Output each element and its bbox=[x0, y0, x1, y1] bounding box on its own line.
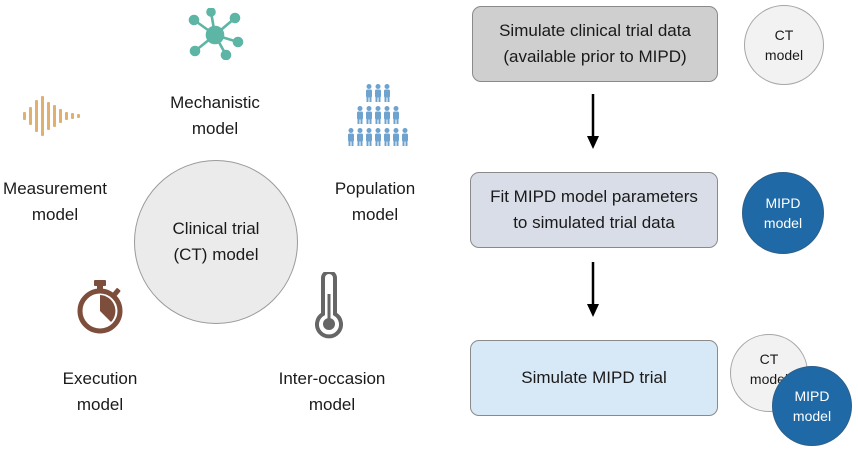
mechanistic-line1: Mechanistic bbox=[170, 93, 260, 112]
inter-occasion-line1: Inter-occasion bbox=[278, 369, 386, 388]
ct-overlap-line1: CT bbox=[759, 351, 779, 367]
population-line1: Population bbox=[334, 179, 416, 198]
center-line2: (CT) model bbox=[173, 245, 259, 264]
mipd-node-line1: MIPD bbox=[765, 195, 801, 211]
mipd-overlap-line2: model bbox=[792, 408, 832, 424]
ct-model-node: CT model bbox=[744, 5, 824, 85]
measurement-model-label: Measurement model bbox=[0, 176, 110, 228]
mipd-model-node-overlap: MIPD model bbox=[772, 366, 852, 446]
arrow-down-1 bbox=[587, 94, 599, 149]
measurement-line2: model bbox=[31, 205, 79, 224]
mipd-overlap-line1: MIPD bbox=[794, 388, 830, 404]
measurement-line1: Measurement bbox=[3, 179, 107, 198]
mechanistic-line2: model bbox=[191, 119, 239, 138]
inter-occasion-model-label: Inter-occasion model bbox=[262, 366, 402, 418]
center-line1: Clinical trial bbox=[172, 219, 260, 238]
population-model-label: Population model bbox=[320, 176, 430, 228]
inter-occasion-line2: model bbox=[308, 395, 356, 414]
execution-line2: model bbox=[76, 395, 124, 414]
people-icon bbox=[348, 84, 408, 146]
mechanistic-model-label: Mechanistic model bbox=[150, 90, 280, 142]
execution-line1: Execution bbox=[62, 369, 138, 388]
step1-line2: (available prior to MIPD) bbox=[503, 47, 687, 66]
network-icon bbox=[188, 8, 244, 60]
arrow-down-2 bbox=[587, 262, 599, 317]
stopwatch-icon bbox=[77, 280, 123, 334]
step1-line1: Simulate clinical trial data bbox=[499, 21, 691, 40]
ct-node-line2: model bbox=[764, 47, 804, 63]
simulate-mipd-trial-box: Simulate MIPD trial bbox=[470, 340, 718, 416]
execution-model-label: Execution model bbox=[45, 366, 155, 418]
population-line2: model bbox=[351, 205, 399, 224]
mipd-model-node: MIPD model bbox=[742, 172, 824, 254]
ct-node-line1: CT bbox=[774, 27, 794, 43]
step2-line1: Fit MIPD model parameters bbox=[490, 187, 698, 206]
fit-mipd-parameters-box: Fit MIPD model parameters to simulated t… bbox=[470, 172, 718, 248]
simulate-clinical-trial-box: Simulate clinical trial data (available … bbox=[472, 6, 718, 82]
waveform-icon bbox=[23, 96, 80, 136]
step3-line1: Simulate MIPD trial bbox=[521, 368, 667, 387]
thermometer-icon bbox=[315, 272, 343, 339]
clinical-trial-model-circle: Clinical trial (CT) model bbox=[134, 160, 298, 324]
step2-line2: to simulated trial data bbox=[513, 213, 675, 232]
mipd-node-line2: model bbox=[763, 215, 803, 231]
